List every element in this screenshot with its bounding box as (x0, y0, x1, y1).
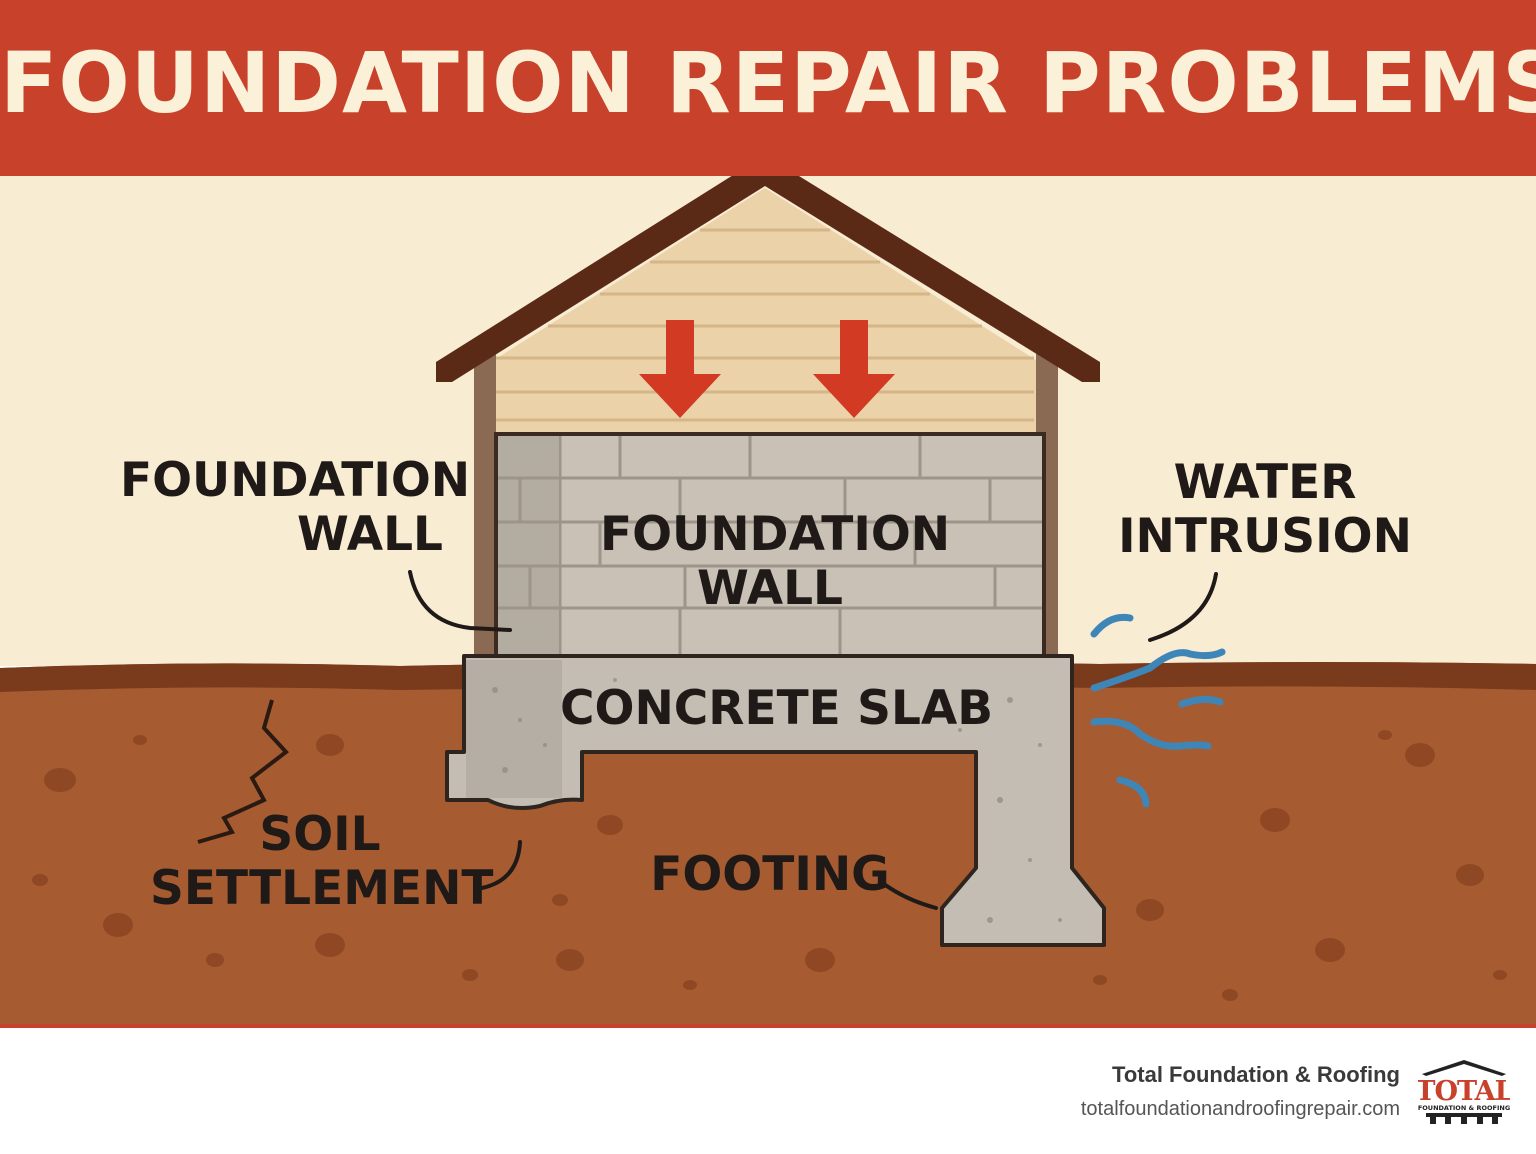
slab-shadow-left (466, 660, 562, 798)
footer-website[interactable]: totalfoundationandroofingrepair.com (1080, 1098, 1400, 1120)
label-foundation-wall-center: FOUNDATION WALL (600, 507, 951, 616)
load-arrow-icon (813, 320, 895, 418)
house-wall-left (474, 345, 496, 657)
company-logo: TOTAL FOUNDATION & ROOFING (1418, 1060, 1510, 1124)
soil-pebbles (32, 730, 1507, 1001)
leader-lines (408, 570, 1218, 910)
label-water-intrusion: WATER INTRUSION (1110, 456, 1420, 564)
logo-piers (1430, 1117, 1498, 1124)
concrete-speckles (492, 678, 1062, 923)
block-mortar-lines (498, 436, 1042, 654)
label-line: WALL (296, 507, 443, 562)
foundation-wall-blocks (494, 432, 1046, 658)
label-line: FOUNDATION (120, 453, 471, 508)
label-soil-settlement: SOIL SETTLEMENT (150, 807, 494, 916)
label-line: SOIL (259, 807, 381, 862)
footer-company-name: Total Foundation & Roofing (1112, 1062, 1400, 1087)
load-arrow-icon (639, 320, 721, 418)
page-title: FOUNDATION REPAIR PROBLEMS (0, 34, 1536, 132)
leader-soil-settlement (480, 840, 522, 890)
leader-footing (882, 882, 938, 910)
bottom-rule (0, 1024, 1536, 1028)
label-line: WATER (1173, 455, 1357, 510)
label-line: FOOTING (650, 847, 890, 902)
logo-base (1426, 1113, 1502, 1117)
title-banner: FOUNDATION REPAIR PROBLEMS (0, 0, 1536, 176)
concrete-slab-and-footings (445, 654, 1106, 947)
logo-tagline: FOUNDATION & ROOFING (1418, 1104, 1510, 1112)
label-line: CONCRETE SLAB (560, 681, 994, 736)
logo-roof-icon (1422, 1060, 1506, 1076)
label-line: SETTLEMENT (150, 861, 494, 916)
house-siding (494, 188, 1036, 436)
label-line: FOUNDATION (600, 507, 951, 562)
foundation-wall-shadow (498, 436, 558, 654)
label-footing: FOOTING (640, 848, 900, 902)
label-concrete-slab: CONCRETE SLAB (560, 681, 994, 736)
label-foundation-wall-left: FOUNDATION WALL (120, 453, 471, 562)
logo-word: TOTAL (1418, 1076, 1510, 1107)
leader-foundation-wall (408, 570, 512, 632)
water-wave-icon (1090, 613, 1226, 808)
leader-water-intrusion (1148, 572, 1218, 642)
soil-crack-icon (197, 699, 289, 844)
siding-lines (496, 228, 1034, 422)
soil-ground (0, 661, 1536, 1026)
label-line: WALL (696, 561, 843, 616)
label-line: INTRUSION (1118, 509, 1412, 564)
